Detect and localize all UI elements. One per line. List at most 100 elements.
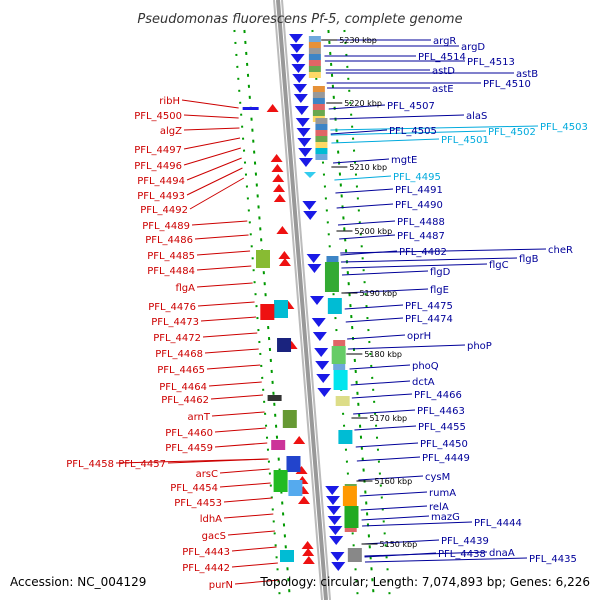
forward-gene-arrow [302,548,315,556]
reverse-gene-block [315,136,328,142]
gene-label-pfl_4443: PFL_4443 [182,547,230,558]
forward-label-line [194,234,249,240]
reverse-gene-arrow [296,128,311,137]
gene-label-pfl_4503: PFL_4503 [540,122,588,133]
forward-label-line [206,364,261,370]
forward-label-line [202,332,258,338]
gene-label-cysm: cysM [425,472,450,483]
reverse-gene-block [312,86,325,92]
forward-label-line [214,442,268,448]
forward-gene-arrow [273,194,286,202]
gene-label-pfl_4449: PFL_4449 [422,453,470,464]
genome-backbone [273,0,331,600]
gene-label-pfl_4507: PFL_4507 [387,101,435,112]
gene-label-pfl_4435: PFL_4435 [529,554,577,565]
gene-label-flgd: flgD [430,267,451,278]
gene-label-pfl_4473: PFL_4473 [151,317,199,328]
gene-label-pfl_4492: PFL_4492 [140,205,188,216]
reverse-label-line [335,188,394,194]
forward-gene-block [256,250,270,268]
reverse-label-line [333,158,390,164]
reverse-label-line [355,442,419,448]
reverse-label-line [340,257,518,263]
gene-label-phoq: phoQ [412,361,439,372]
reverse-gene-block [331,346,346,364]
gene-label-pfl_4475: PFL_4475 [405,301,453,312]
reverse-gene-arrow [297,138,312,147]
forward-label-line [196,265,252,271]
forward-label-line [181,99,239,109]
forward-gene-arrow [298,496,310,504]
forward-label-line [219,482,271,488]
reverse-gene-arrow [330,552,345,561]
gene-label-pfl_4459: PFL_4459 [165,443,213,454]
reverse-label-line [362,521,473,527]
reverse-gene-block [326,256,339,262]
reverse-gene-arrow [317,388,332,397]
reverse-gene-arrow [290,54,305,63]
gene-label-pfl_4463: PFL_4463 [417,406,465,417]
backbone-line [276,0,328,600]
gene-label-pfl_4453: PFL_4453 [174,498,222,509]
reverse-gene-block [315,118,328,124]
reverse-gene-arrow [312,332,327,341]
gene-label-argr: argR [433,36,456,47]
reverse-gene-block [333,364,346,370]
gene-label-pfl_4484: PFL_4484 [147,266,195,277]
reverse-gene-block [327,298,342,314]
gene-label-pfl_4439: PFL_4439 [441,536,489,547]
forward-label-line [183,127,240,131]
reverse-gene-block [308,60,321,66]
backbone-rail-left [273,0,323,600]
reverse-gene-arrow [295,118,310,127]
gene-label-rela: relA [429,502,449,513]
label-connectors [115,39,547,585]
reverse-gene-arrow [294,106,309,115]
reverse-gene-arrow [303,211,318,220]
gene-label-flga: flgA [176,283,196,294]
forward-gene-arrow [293,436,306,444]
reverse-label-line [353,409,416,415]
gene-bar [242,107,259,110]
reverse-label-line [341,263,488,269]
gene-label-pfl_4510: PFL_4510 [483,79,531,90]
reverse-gene-arrow [328,526,343,535]
reverse-gene-arrow [329,536,344,545]
kbp-label: 5180 kbp [364,350,402,359]
reverse-gene-arrow [331,562,346,571]
reverse-label-line [336,203,394,209]
reverse-label-line [337,220,396,226]
gene-label-pfl_4442: PFL_4442 [182,563,230,574]
reverse-gene-block [308,72,321,78]
forward-gene-arrow [272,174,285,182]
reverse-label-line [347,344,466,350]
gene-label-dcta: dctA [412,377,435,388]
gene-features [242,34,362,571]
reverse-label-line [349,364,411,370]
forward-label-line [197,301,255,307]
gene-label-pfl_4457: PFL_4457 [118,459,166,470]
forward-gene-arrow [301,541,314,549]
reverse-label-line [344,304,404,310]
forward-label-line [167,458,269,464]
gene-label-dnaa: dnaA [489,548,515,559]
gene-label-pfl_4482: PFL_4482 [399,247,447,258]
gene-label-pfl_4468: PFL_4468 [155,349,203,360]
gene-label-pfl_4489: PFL_4489 [142,221,190,232]
gene-label-arsc: arsC [196,469,218,480]
gene-label-pfl_4488: PFL_4488 [397,217,445,228]
reverse-label-line [347,334,406,340]
gene-label-phop: phoP [467,341,492,352]
reverse-gene-arrow [291,64,306,73]
reverse-gene-arrow [307,264,322,273]
gene-label-mgte: mgtE [391,155,417,166]
forward-label-line [223,497,273,503]
reverse-gene-arrow [292,74,307,83]
reverse-label-line [330,130,487,136]
forward-label-line [227,530,275,536]
gene-label-astd: astD [432,66,455,77]
reverse-gene-arrow [289,44,304,53]
reverse-gene-block [308,48,321,54]
kbp-label: 5160 kbp [374,477,412,486]
